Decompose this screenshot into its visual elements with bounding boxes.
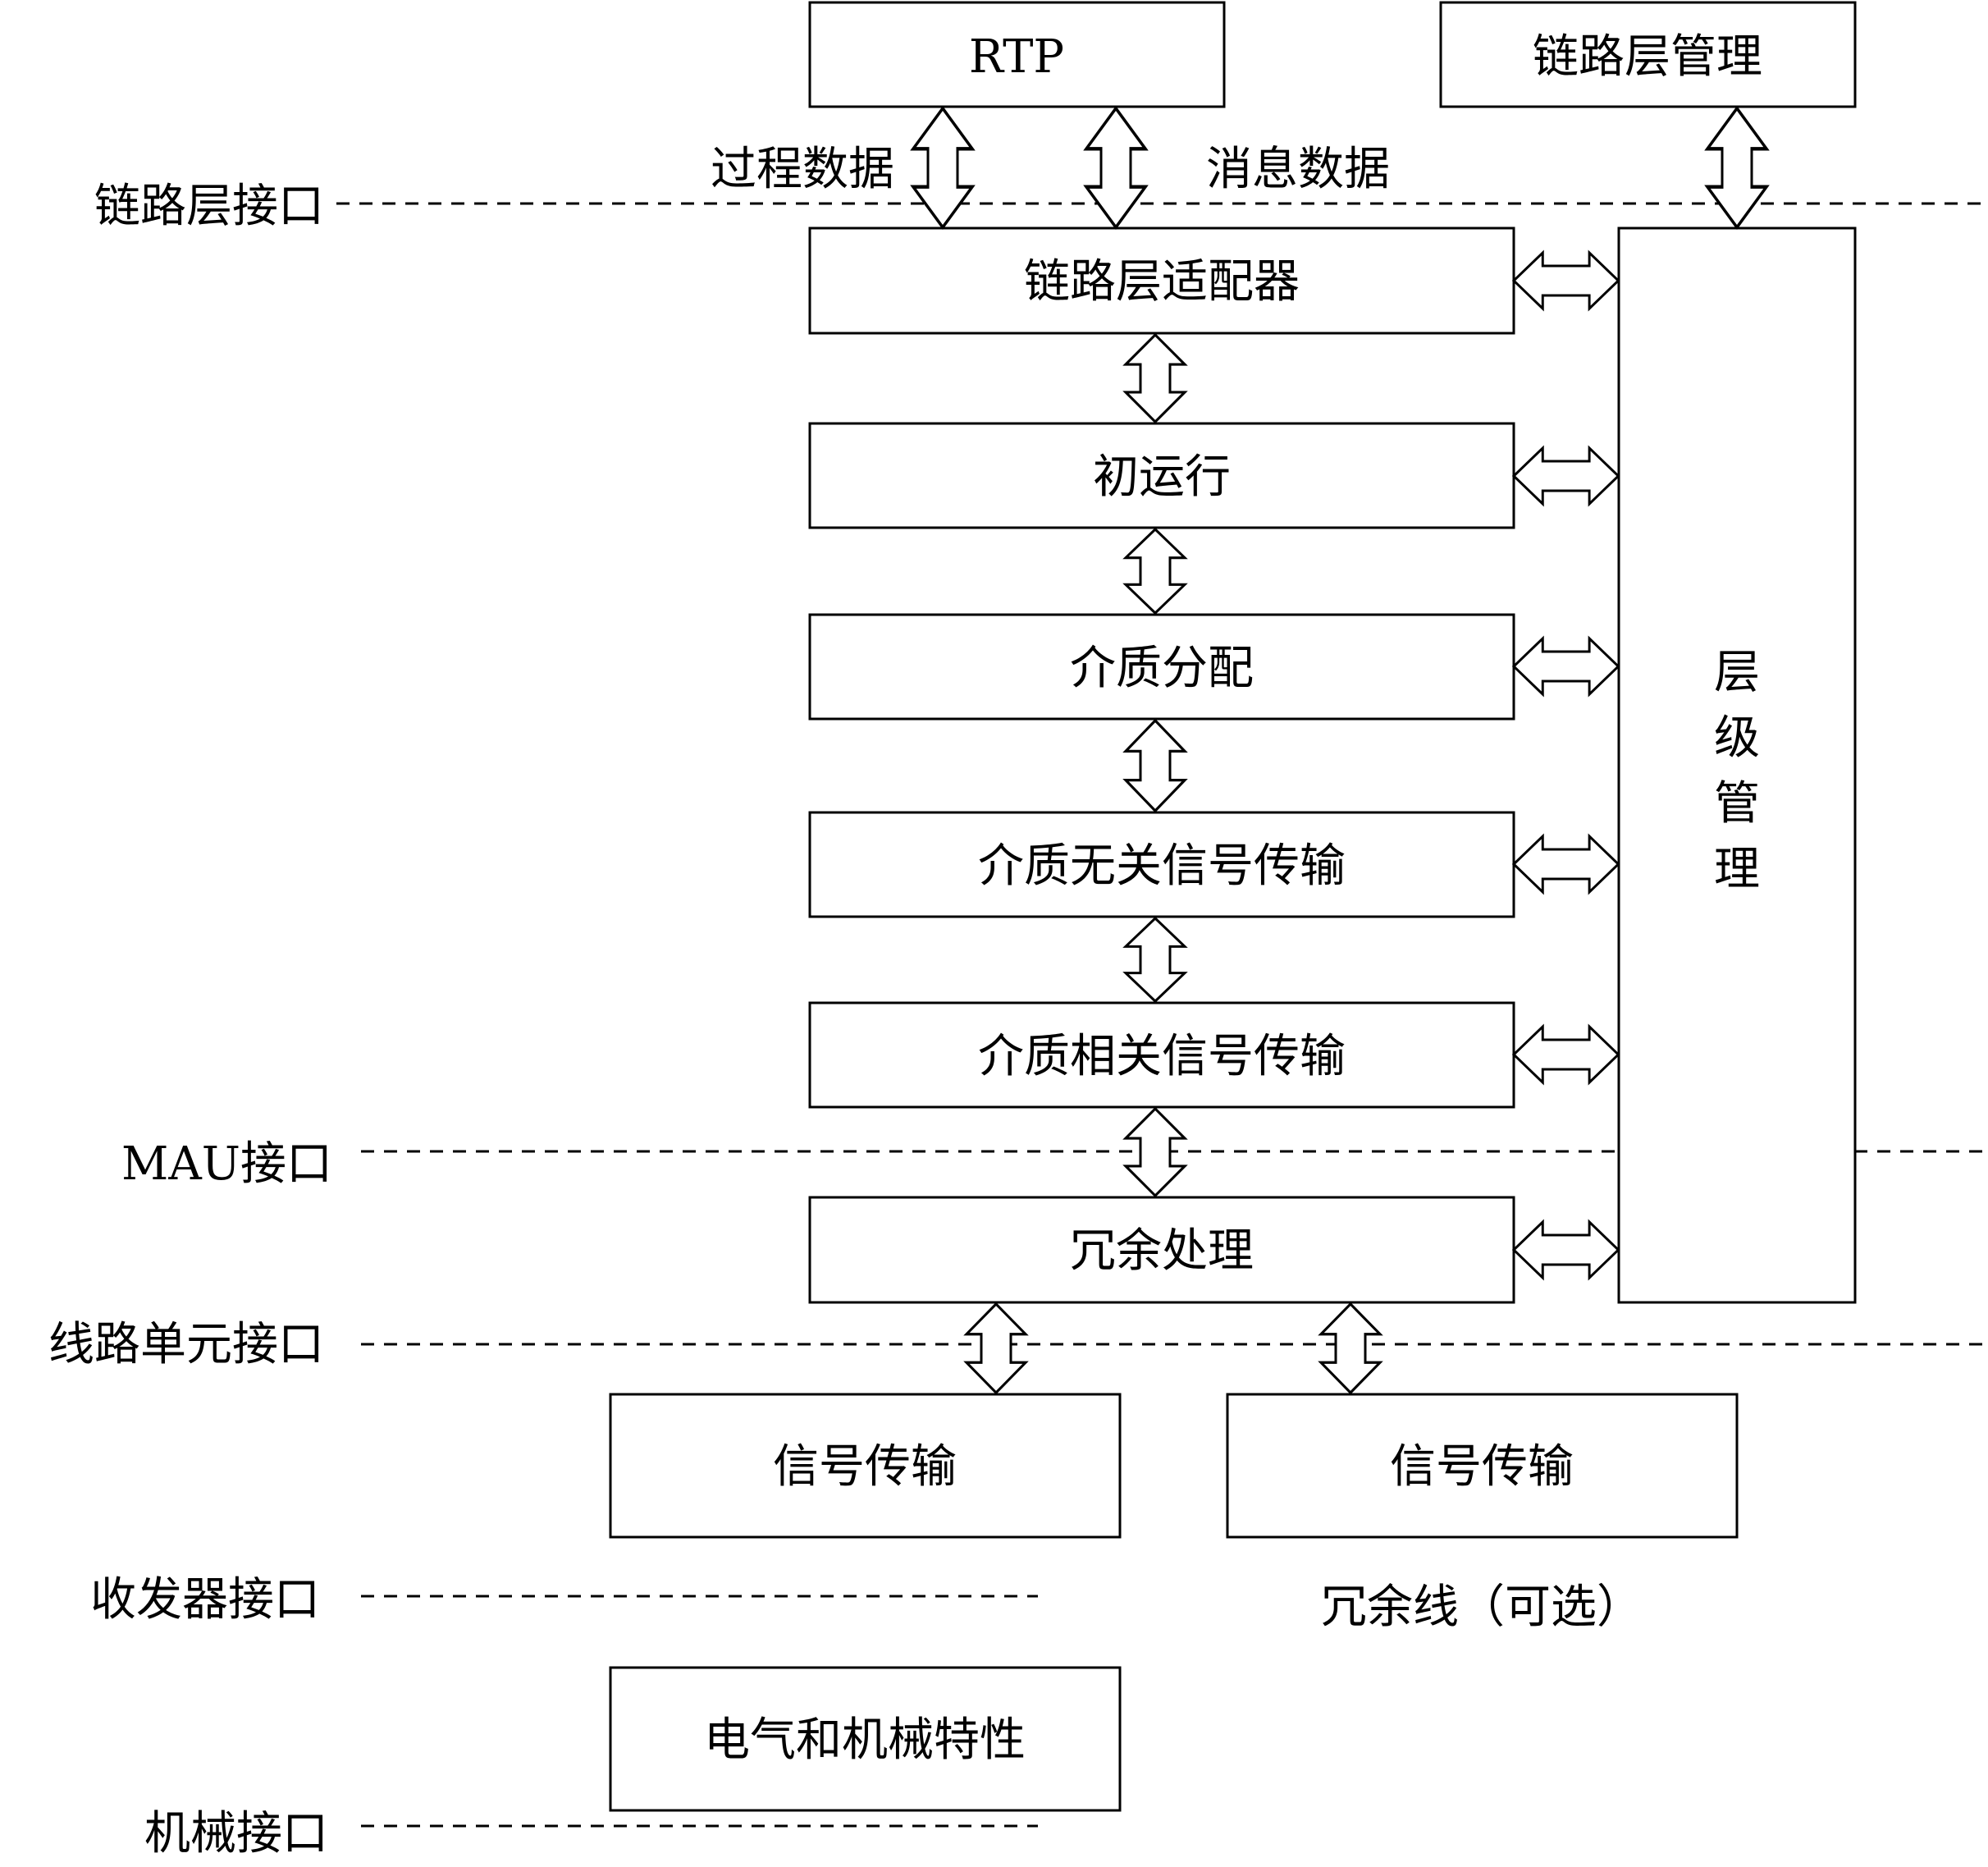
medium-independent-signaling-label: 介质无关信号传输 bbox=[978, 840, 1346, 893]
signal-transmission-label-2: 信号传输 bbox=[1390, 1440, 1574, 1494]
adapter-mgmt-arrow bbox=[1512, 251, 1620, 310]
signal-transmission-box-1 bbox=[609, 1393, 1122, 1539]
redundancy-to-signal-1-arrow bbox=[965, 1302, 1027, 1394]
medium-allocation-label: 介质分配 bbox=[1070, 642, 1254, 695]
link-layer-mgmt-box bbox=[1439, 1, 1857, 108]
process-data-label: 过程数据 bbox=[711, 143, 894, 196]
allocation-mgmt-arrow bbox=[1512, 637, 1620, 696]
redundancy-handling-label: 冗余处理 bbox=[1070, 1224, 1254, 1278]
redundancy-mgmt-arrow bbox=[1512, 1220, 1620, 1279]
adapter-to-initial-arrow bbox=[1124, 333, 1186, 423]
allocation-to-independent-arrow bbox=[1124, 719, 1186, 812]
transceiver-interface-label: 收发器接口 bbox=[90, 1573, 320, 1627]
electrical-mechanical-box bbox=[609, 1666, 1122, 1812]
rtp-box bbox=[808, 1, 1226, 108]
independent-to-dependent-arrow bbox=[1124, 917, 1186, 1003]
mau-interface-label: MAU接口 bbox=[121, 1137, 332, 1191]
message-data-arrow bbox=[1086, 108, 1145, 227]
link-layer-adapter-label: 链路层适配器 bbox=[1024, 255, 1300, 309]
medium-dependent-signaling-label: 介质相关信号传输 bbox=[978, 1030, 1346, 1083]
layer-mgmt-box bbox=[1617, 227, 1857, 1304]
signal-transmission-box-2 bbox=[1226, 1393, 1739, 1539]
link-layer-mgmt-label: 链路层管理 bbox=[1533, 30, 1762, 84]
initial-to-allocation-arrow bbox=[1124, 528, 1186, 615]
link-layer-adapter-box bbox=[808, 227, 1515, 335]
link-layer-mgmt-arrow bbox=[1707, 108, 1766, 227]
initial-operation-label: 初运行 bbox=[1093, 451, 1231, 504]
medium-independent-signaling-box bbox=[808, 811, 1515, 918]
layer-mgmt-char-4: 理 bbox=[1714, 843, 1760, 896]
signal-transmission-label-1: 信号传输 bbox=[773, 1440, 957, 1494]
electrical-mechanical-label: 电气和机械特性 bbox=[704, 1714, 1026, 1767]
redundant-line-label: 冗余线（可选） bbox=[1321, 1581, 1643, 1634]
line-unit-interface-label: 线路单元接口 bbox=[48, 1318, 324, 1371]
dependent-mgmt-arrow bbox=[1512, 1025, 1620, 1084]
mechanical-interface-label: 机械接口 bbox=[144, 1807, 328, 1860]
independent-mgmt-arrow bbox=[1512, 835, 1620, 894]
process-data-arrow bbox=[913, 108, 972, 227]
message-data-label: 消息数据 bbox=[1206, 143, 1390, 196]
initial-mgmt-arrow bbox=[1512, 446, 1620, 506]
redundancy-handling-box bbox=[808, 1196, 1515, 1304]
layer-mgmt-char-2: 级 bbox=[1714, 712, 1760, 765]
layer-mgmt-char-1: 层 bbox=[1714, 646, 1760, 699]
rtp-label: RTP bbox=[969, 30, 1064, 84]
redundancy-to-signal-2-arrow bbox=[1319, 1302, 1382, 1394]
initial-operation-box bbox=[808, 422, 1515, 529]
link-layer-interface-label: 链路层接口 bbox=[94, 180, 324, 233]
medium-dependent-signaling-box bbox=[808, 1001, 1515, 1109]
layer-mgmt-char-3: 管 bbox=[1714, 777, 1760, 831]
